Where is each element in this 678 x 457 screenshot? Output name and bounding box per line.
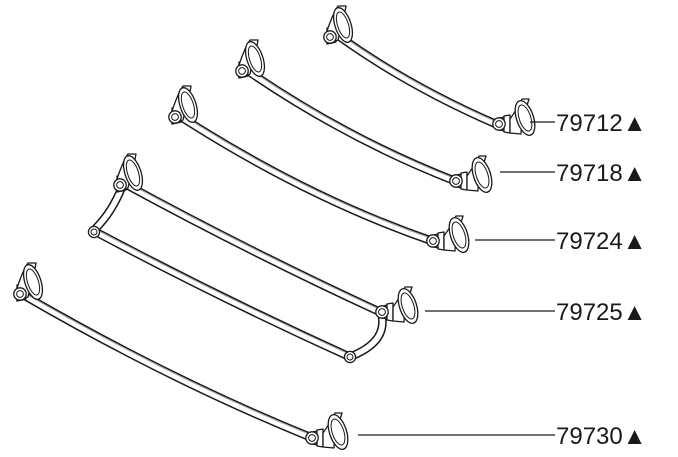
- triangle-marker-icon: ▲: [623, 228, 647, 255]
- towel-bar-79712: [323, 4, 540, 139]
- triangle-marker-icon: ▲: [623, 423, 647, 450]
- model-label-79712: 79712▲: [556, 110, 647, 137]
- towel-bar-79724: [168, 84, 474, 256]
- towel-bar-79725: [87, 152, 423, 364]
- right-post-icon: [426, 214, 474, 256]
- right-post-icon: [492, 97, 540, 139]
- triangle-marker-icon: ▲: [623, 110, 647, 137]
- right-post-icon: [305, 411, 353, 453]
- right-post-icon: [449, 154, 497, 196]
- model-label-79724: 79724▲: [556, 228, 647, 255]
- bar-rod: [173, 110, 437, 246]
- model-label-79725: 79725▲: [556, 299, 647, 326]
- triangle-marker-icon: ▲: [623, 299, 647, 326]
- model-label-79730: 79730▲: [556, 423, 647, 450]
- triangle-marker-icon: ▲: [623, 160, 647, 187]
- model-label-79718: 79718▲: [556, 160, 647, 187]
- towel-bar-79730: [13, 261, 353, 453]
- towel-bar-79718: [235, 38, 497, 196]
